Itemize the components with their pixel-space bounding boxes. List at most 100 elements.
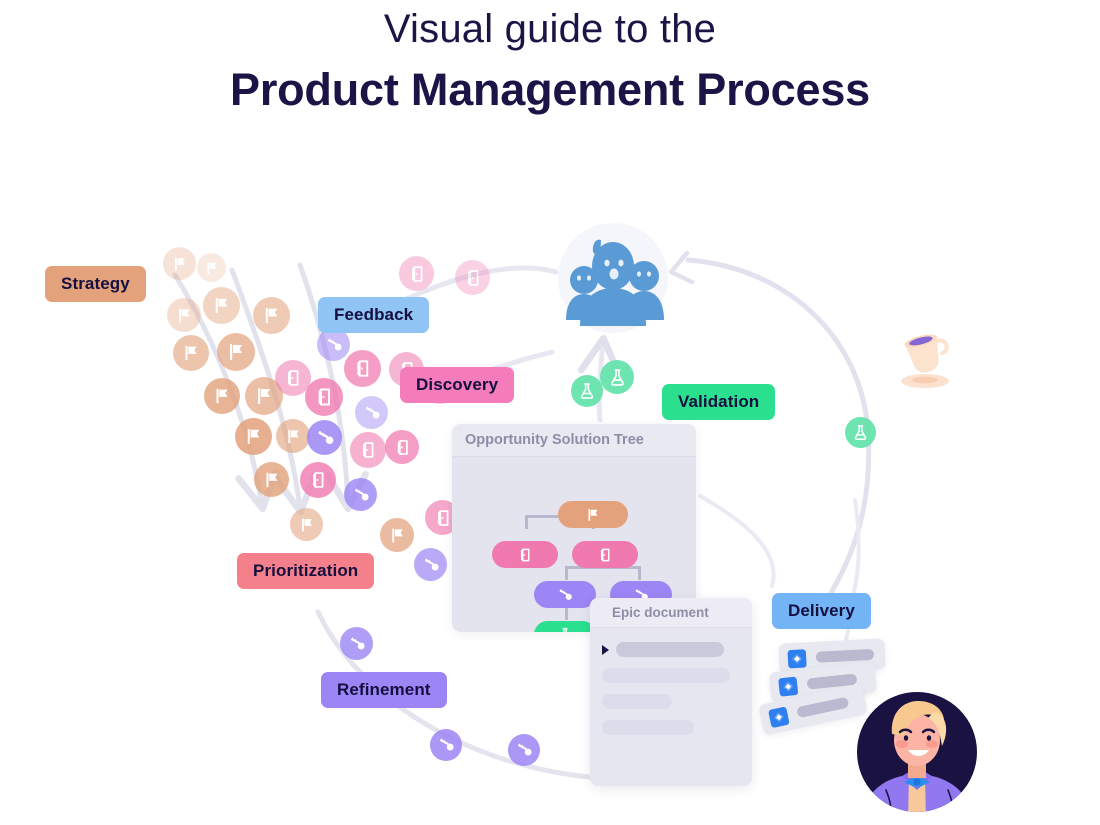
flag-chip bbox=[235, 418, 272, 455]
door-chip bbox=[399, 256, 434, 291]
flask-chip bbox=[571, 375, 603, 407]
flag-icon bbox=[211, 385, 233, 407]
flask-icon bbox=[577, 381, 597, 401]
flask-icon bbox=[556, 626, 574, 632]
epic-card-body bbox=[590, 628, 752, 735]
epic-document-row[interactable] bbox=[602, 642, 740, 657]
flag-icon bbox=[261, 469, 283, 491]
key-chip bbox=[317, 328, 350, 361]
stage-label-text: Delivery bbox=[788, 601, 855, 620]
flask-icon bbox=[851, 423, 870, 442]
door-icon bbox=[432, 507, 454, 529]
flag-icon bbox=[224, 340, 248, 364]
stage-label-text: Discovery bbox=[416, 375, 499, 394]
epic-document-row[interactable] bbox=[602, 694, 740, 709]
key-icon bbox=[351, 485, 371, 505]
key-chip bbox=[307, 420, 342, 455]
door-icon bbox=[312, 385, 336, 409]
delivery-ticket-card[interactable] bbox=[778, 638, 886, 675]
epic-document-row[interactable] bbox=[602, 720, 740, 735]
stage-label-strategy[interactable]: Strategy bbox=[45, 266, 146, 302]
key-chip bbox=[344, 478, 377, 511]
flag-icon bbox=[252, 384, 276, 408]
door-chip bbox=[455, 260, 490, 295]
stage-label-discovery[interactable]: Discovery bbox=[400, 367, 515, 403]
jira-issue-icon bbox=[787, 648, 808, 669]
tree-connector bbox=[565, 606, 568, 620]
door-chip bbox=[344, 350, 381, 387]
flag-chip bbox=[217, 333, 255, 371]
key-icon bbox=[556, 586, 574, 604]
stage-label-validation[interactable]: Validation bbox=[662, 384, 776, 420]
door-chip bbox=[305, 378, 343, 416]
epic-document-placeholder-bar bbox=[602, 694, 672, 709]
flag-icon bbox=[242, 425, 265, 448]
flag-chip bbox=[204, 378, 240, 414]
flag-chip bbox=[380, 518, 414, 552]
stage-label-refinement[interactable]: Refinement bbox=[321, 672, 447, 708]
flask-chip bbox=[845, 417, 876, 448]
tree-connector bbox=[565, 566, 568, 580]
epic-document-placeholder-bar bbox=[602, 720, 694, 735]
door-icon bbox=[596, 546, 614, 564]
key-chip bbox=[355, 396, 388, 429]
stage-label-delivery[interactable]: Delivery bbox=[772, 593, 871, 629]
stage-label-text: Feedback bbox=[334, 305, 414, 324]
door-chip bbox=[300, 462, 336, 498]
flag-chip bbox=[197, 253, 226, 282]
door-icon bbox=[406, 263, 428, 285]
key-chip bbox=[414, 548, 447, 581]
flag-icon bbox=[170, 254, 190, 274]
flag-chip bbox=[253, 297, 290, 334]
flag-chip bbox=[163, 247, 196, 280]
flag-chip bbox=[203, 287, 240, 324]
delivery-ticket-card[interactable] bbox=[768, 661, 878, 704]
door-icon bbox=[351, 357, 374, 380]
tree-node-opportunity[interactable] bbox=[492, 541, 558, 568]
key-icon bbox=[362, 403, 382, 423]
stage-label-feedback[interactable]: Feedback bbox=[318, 297, 430, 333]
key-icon bbox=[314, 427, 336, 449]
flag-chip bbox=[254, 462, 289, 497]
stage-label-prioritization[interactable]: Prioritization bbox=[237, 553, 375, 589]
door-chip bbox=[350, 432, 386, 468]
key-icon bbox=[324, 335, 344, 355]
tree-connector bbox=[638, 566, 641, 580]
key-chip bbox=[430, 729, 462, 761]
flag-icon bbox=[260, 304, 283, 327]
tree-node-opportunity[interactable] bbox=[572, 541, 638, 568]
flask-icon bbox=[607, 367, 628, 388]
door-icon bbox=[357, 439, 379, 461]
tree-connector bbox=[525, 515, 528, 529]
flag-chip bbox=[173, 335, 209, 371]
epic-card-title: Epic document bbox=[590, 598, 752, 628]
flag-icon bbox=[283, 426, 304, 447]
tree-node-experiment[interactable] bbox=[534, 621, 596, 632]
epic-document-card[interactable]: Epic document bbox=[590, 598, 752, 786]
door-icon bbox=[307, 469, 329, 491]
tree-node-solution[interactable] bbox=[534, 581, 596, 608]
delivery-ticket-card[interactable] bbox=[757, 683, 869, 736]
key-icon bbox=[436, 735, 456, 755]
door-icon bbox=[392, 437, 413, 458]
coffee-cup-illustration bbox=[893, 323, 959, 389]
tree-node-outcome[interactable] bbox=[558, 501, 628, 528]
page-header: Visual guide to the Product Management P… bbox=[0, 0, 1100, 121]
page-title: Product Management Process bbox=[230, 64, 870, 115]
flag-icon bbox=[174, 305, 195, 326]
flag-icon bbox=[203, 259, 221, 277]
expand-caret-icon[interactable] bbox=[602, 644, 609, 655]
key-icon bbox=[514, 740, 534, 760]
opportunity-solution-tree-card[interactable]: Opportunity Solution Tree bbox=[452, 424, 696, 632]
door-icon bbox=[462, 267, 484, 289]
flag-icon bbox=[584, 506, 602, 524]
flag-chip bbox=[276, 419, 310, 453]
epic-document-row[interactable] bbox=[602, 668, 740, 683]
epic-document-placeholder-bar bbox=[602, 668, 730, 683]
flask-chip bbox=[600, 360, 634, 394]
ost-card-title: Opportunity Solution Tree bbox=[452, 424, 696, 457]
flag-icon bbox=[387, 525, 408, 546]
